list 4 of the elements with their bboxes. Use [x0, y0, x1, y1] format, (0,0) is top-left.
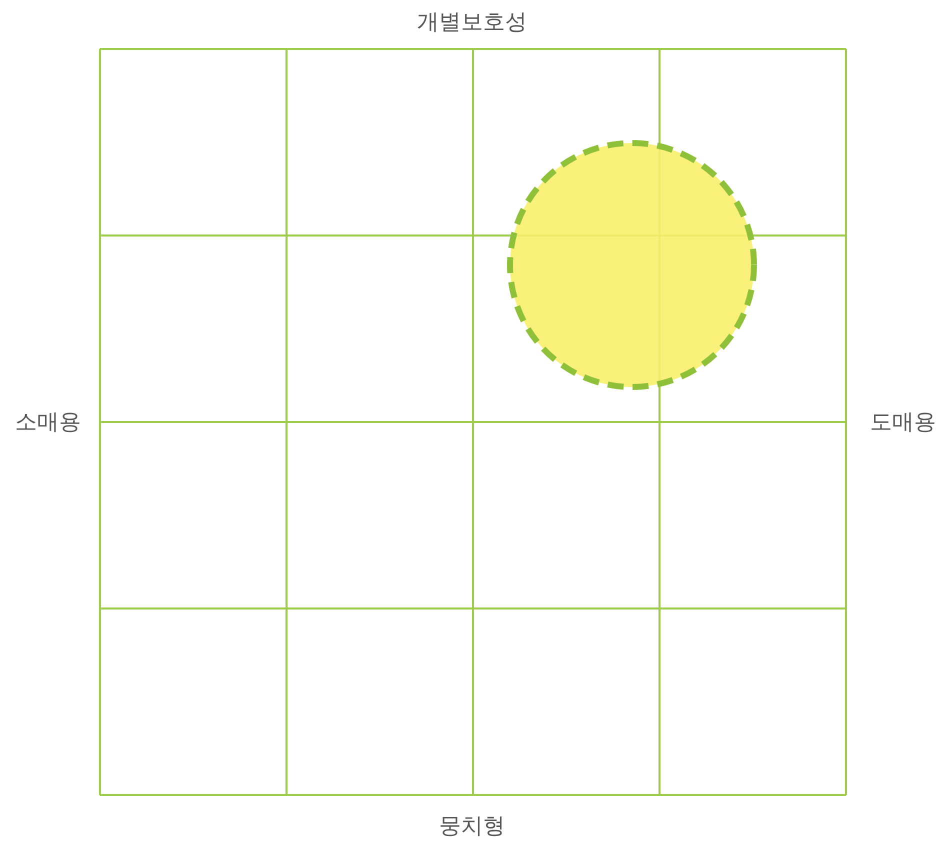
axis-label: 개별보호성: [417, 9, 527, 37]
axis-label: 도매용: [870, 409, 936, 437]
axis-label: 소매용: [15, 409, 81, 437]
axis-label: 뭉치형: [439, 813, 505, 841]
